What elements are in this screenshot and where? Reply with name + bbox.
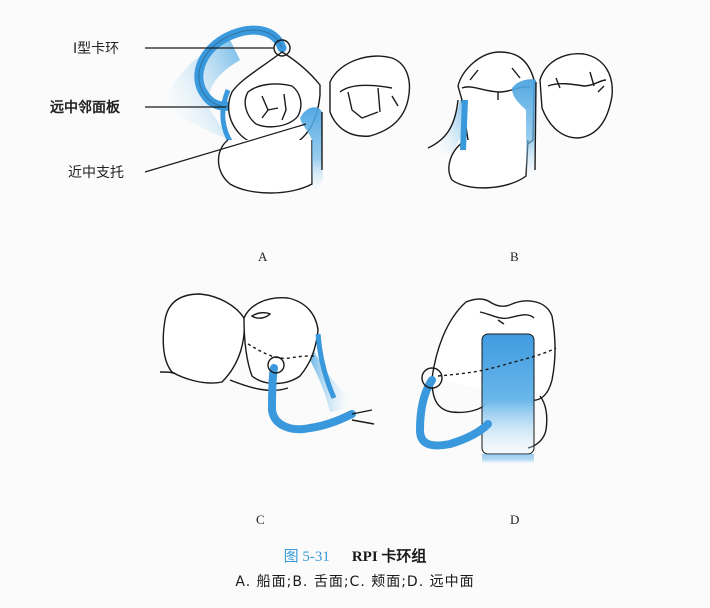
panel-letter-d: D — [510, 512, 520, 527]
panel-a-occlusal-view — [144, 25, 411, 194]
label-mesial-rest: 近中支托 — [68, 165, 124, 181]
panel-letter-b: B — [510, 249, 519, 264]
label-i-bar-clasp: Ⅰ型卡环 — [73, 41, 120, 57]
panel-c-buccal-view — [159, 293, 375, 434]
panel-b-lingual-view — [427, 51, 613, 189]
figure-number: 图 5-31 — [283, 549, 330, 565]
panel-letter-c: C — [256, 512, 265, 527]
label-distal-proximal-plate: 远中邻面板 — [50, 100, 120, 116]
panel-letter-a: A — [258, 249, 268, 264]
panel-d-distal-view — [415, 298, 557, 464]
figure-subcaption: A. 船面;B. 舌面;C. 颊面;D. 远中面 — [235, 574, 475, 590]
figure-caption: 图 5-31 RPI 卡环组 — [0, 545, 710, 566]
figure-title: RPI 卡环组 — [351, 549, 427, 565]
